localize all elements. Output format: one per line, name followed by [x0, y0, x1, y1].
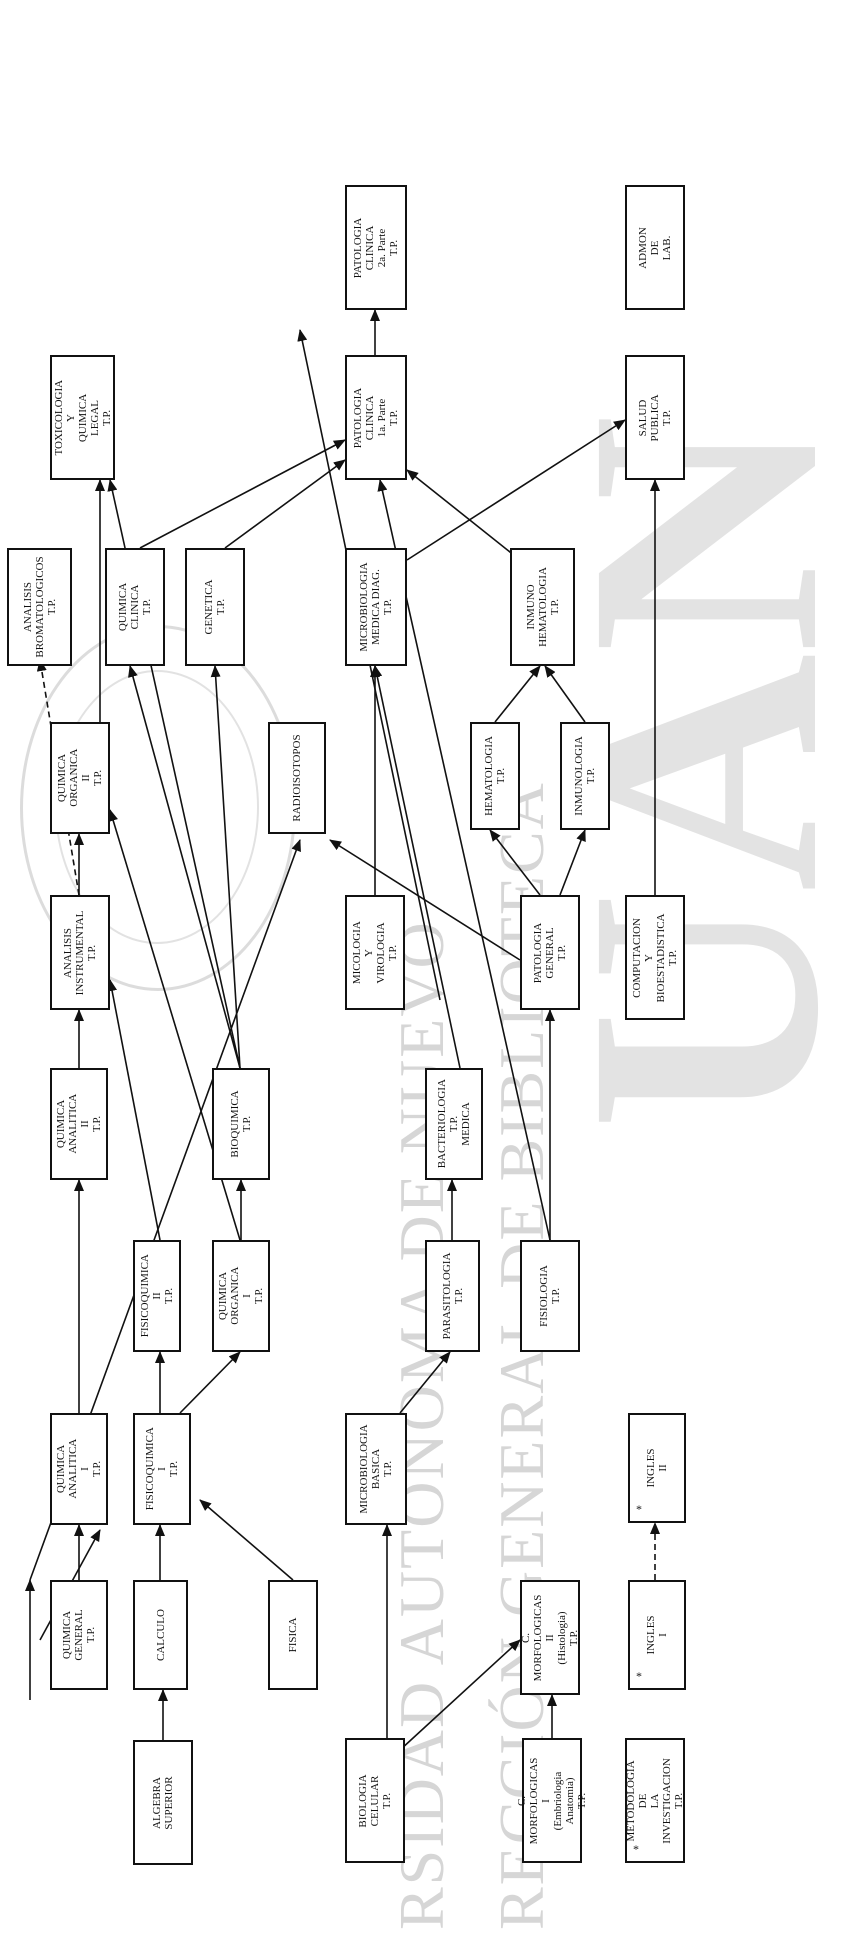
node-quimica-analitica-1: QUIMICA ANALITICA I T.P.	[50, 1413, 108, 1525]
node-quimica-organica-1: QUIMICA ORGANICA I T.P.	[212, 1240, 270, 1352]
asterisk-note: *	[636, 1502, 642, 1516]
asterisk-note: *	[636, 1669, 642, 1683]
node-fisica: FISICA	[268, 1580, 318, 1690]
prerequisite-arrow	[128, 665, 241, 1069]
node-morfologicas-2: C. MORFOLOGICAS II (Histologia) T.P.	[520, 1580, 580, 1695]
prerequisite-arrow	[224, 459, 346, 549]
node-bacteriologia-medica: BACTERIOLOGIA T.P. MEDICA	[425, 1068, 483, 1180]
node-genetica: GENETICA T.P.	[185, 548, 245, 666]
prerequisite-arrow	[544, 665, 586, 723]
node-toxicologia-quimica-legal: TOXICOLOGIA Y QUIMICA LEGAL T.P.	[50, 355, 115, 480]
node-biologia-celular: BIOLOGIA CELULAR T.P.	[345, 1738, 405, 1863]
node-bioquimica: BIOQUIMICA T.P.	[212, 1068, 270, 1180]
node-fisicoquimica-1: FISICOQUIMICA I T.P.	[133, 1413, 191, 1525]
prerequisite-arrow	[199, 1499, 294, 1581]
prerequisite-arrow	[210, 665, 241, 1069]
node-metodologia-investigacion: METODOLOGIA DE LA INVESTIGACION T.P.*	[625, 1738, 685, 1863]
node-quimica-analitica-2: QUIMICA ANALITICA II T.P.	[50, 1068, 108, 1180]
node-inmuno-hematologia: INMUNO HEMATOLOGIA T.P.	[510, 548, 575, 666]
node-patologia-general: PATOLOGIA GENERAL T.P.	[520, 895, 580, 1010]
node-morfologicas-1: C. MORFOLOGICAS I (Embriologia Anatomia)…	[516, 1738, 588, 1863]
prerequisite-arrow	[179, 1351, 241, 1414]
prerequisite-arrow	[559, 829, 586, 896]
node-inmunologia: INMUNOLOGIA T.P.	[560, 722, 610, 830]
node-patologia-clinica-2: PATOLOGIA CLINICA 2a. Parte T.P.	[345, 185, 407, 310]
node-hematologia: HEMATOLOGIA T.P.	[470, 722, 520, 830]
node-microbiologia-medica: MICROBIOLOGIA MEDICA DIAG. T.P.	[345, 548, 407, 666]
prerequisite-arrow	[494, 665, 541, 723]
prerequisite-arrow	[372, 665, 461, 1069]
node-parasitologia: PARASITOLOGIA T.P.	[425, 1240, 480, 1352]
prerequisite-arrow	[406, 419, 626, 561]
node-fisicoquimica-2: FISICOQUIMICA II T.P.	[133, 1240, 181, 1352]
asterisk-note: *	[633, 1842, 639, 1856]
node-calculo: CALCULO	[133, 1580, 188, 1690]
node-quimica-clinica: QUIMICA CLINICA T.P.	[105, 548, 165, 666]
prerequisite-arrow	[377, 479, 551, 1241]
prerequisite-arrow	[139, 439, 346, 549]
node-radioisotopos: RADIOISOTOPOS	[268, 722, 326, 834]
prerequisite-arrow	[399, 1639, 521, 1751]
node-micologia-virologia: MICOLOGIA Y VIROLOGIA T.P.	[345, 895, 405, 1010]
prerequisite-arrow	[107, 979, 161, 1241]
node-quimica-general: QUIMICA GENERAL T.P.	[50, 1580, 108, 1690]
node-admon-lab: ADMON DE LAB.	[625, 185, 685, 310]
node-quimica-organica-2: QUIMICA ORGANICA II T.P.	[50, 722, 110, 834]
node-patologia-clinica-1: PATOLOGIA CLINICA 1a. Parte T.P.	[345, 355, 407, 480]
node-microbiologia-basica: MICROBIOLOGIA BASICA T.P.	[345, 1413, 407, 1525]
prerequisite-arrow	[329, 839, 521, 961]
node-salud-publica: SALUD PUBLICA T.P.	[625, 355, 685, 480]
node-ingles-1: INGLES I*	[628, 1580, 686, 1690]
node-analisis-instrumental: ANALISIS INSTRUMENTAL T.P.	[50, 895, 110, 1010]
node-algebra-superior: ALGEBRA SUPERIOR	[133, 1740, 193, 1865]
node-ingles-2: INGLES II*	[628, 1413, 686, 1523]
prerequisite-arrow	[406, 469, 521, 561]
node-analisis-bromatologicos: ANALISIS BROMATOLOGICOS T.P.	[7, 548, 72, 666]
prerequisite-arrow	[399, 1351, 451, 1414]
node-computacion-bioestadistica: COMPUTACION Y BIOESTADISTICA T.P.	[625, 895, 685, 1020]
prerequisite-arrow	[489, 829, 541, 896]
node-fisiologia: FISIOLOGIA T.P.	[520, 1240, 580, 1352]
